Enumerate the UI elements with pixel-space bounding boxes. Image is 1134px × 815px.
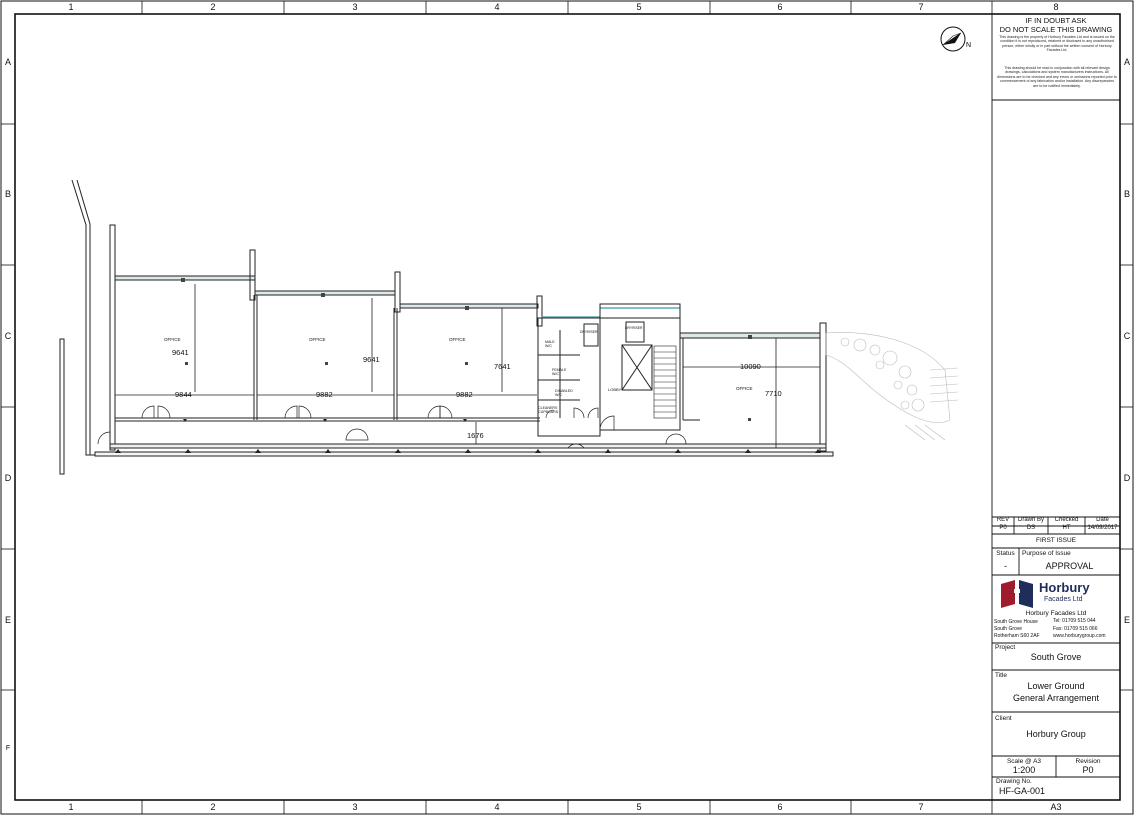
- warning-do-not-scale: DO NOT SCALE THIS DRAWING: [999, 25, 1113, 34]
- drawn-by-value: DS: [1026, 525, 1036, 531]
- grid-col-3-top: 3: [352, 2, 358, 12]
- checked-value: HT: [1062, 525, 1071, 531]
- floor-plan: [59, 179, 959, 475]
- issue-description: FIRST ISSUE: [1036, 537, 1076, 544]
- project-value: South Grove: [1030, 652, 1082, 662]
- logo-name: Horbury: [1039, 580, 1090, 595]
- grid-col-2-bottom: 2: [210, 802, 216, 812]
- dimension-label-w4: 10090: [740, 362, 761, 371]
- grid-row-e-left: E: [4, 615, 11, 625]
- address-line-3: Rotherham S60 2AF: [994, 633, 1040, 639]
- revision-value: P0: [1082, 765, 1094, 775]
- drawing-number-value: HF-GA-001: [999, 786, 1046, 796]
- drawing-title-line-1: Lower Ground: [1027, 681, 1085, 691]
- drawing-title-line-2: General Arrangement: [1012, 693, 1100, 703]
- date-value: 14/09/2017: [1087, 525, 1118, 531]
- notes-copyright: This drawing is the property of Horbury …: [999, 35, 1115, 53]
- dimension-label-w3: 9882: [456, 390, 473, 399]
- grid-col-1-top: 1: [68, 2, 74, 12]
- company-name: Horbury Facades Ltd: [1025, 610, 1087, 617]
- warning-if-in-doubt: IF IN DOUBT ASK: [1025, 16, 1087, 25]
- status-label: Status: [996, 550, 1015, 557]
- date-header: Date: [1096, 517, 1109, 523]
- grid-col-4-bottom: 4: [494, 802, 500, 812]
- grid-row-d-right: D: [1123, 473, 1131, 483]
- inner-border: [14, 13, 1121, 801]
- revision-label: Revision: [1075, 758, 1101, 765]
- grid-col-7-top: 7: [918, 2, 924, 12]
- room-label-riser-1: DRYRISER: [580, 330, 598, 334]
- scale-value: 1:200: [1012, 765, 1036, 775]
- company-logo: Horbury Facades Ltd: [1000, 578, 1115, 610]
- grid-row-c-left: C: [4, 331, 12, 341]
- company-web[interactable]: www.horburygroup.com: [1053, 633, 1106, 639]
- north-arrow-icon: N: [940, 26, 971, 52]
- room-label-cleaners-cupboard: CLEANERS CUPBOARD: [538, 406, 559, 415]
- logo-subtitle: Facades Ltd: [1044, 596, 1083, 603]
- room-label-office-4: OFFICE: [736, 386, 753, 391]
- sheet-size-bottom: A3: [1050, 802, 1062, 812]
- grid-col-2-top: 2: [210, 2, 216, 12]
- rev-header: REV: [996, 517, 1010, 523]
- room-label-male-wc: MALE W/C: [545, 340, 555, 349]
- dimension-label-w2: 9882: [316, 390, 333, 399]
- dimension-label-h3: 7641: [494, 362, 511, 371]
- grid-row-c-right: C: [1123, 331, 1131, 341]
- grid-col-6-bottom: 6: [777, 802, 783, 812]
- room-label-female-wc: FEMALE W/C: [552, 368, 567, 377]
- client-value: Horbury Group: [1026, 729, 1086, 739]
- dimension-label-w1: 9844: [175, 390, 192, 399]
- grid-row-a-right: A: [1123, 57, 1130, 67]
- company-tel: Tel: 01709 515 044: [1053, 618, 1096, 624]
- dimension-label-h2: 9641: [363, 355, 380, 364]
- drawn-by-header: Drawn By: [1017, 517, 1044, 523]
- dimension-label-h1: 9641: [172, 348, 189, 357]
- room-label-office-1: OFFICE: [164, 337, 181, 342]
- grid-row-e-right: E: [1123, 615, 1130, 625]
- grid-col-5-top: 5: [636, 2, 642, 12]
- rev-value: P0: [999, 525, 1007, 531]
- company-fax: Fax: 01709 515 066: [1053, 626, 1098, 632]
- grid-row-f-left: F: [5, 745, 11, 752]
- address-line-2: South Grove: [994, 626, 1023, 632]
- grid-col-5-bottom: 5: [636, 802, 642, 812]
- svg-text:N: N: [966, 42, 971, 49]
- grid-col-3-bottom: 3: [352, 802, 358, 812]
- scale-label: Scale @ A3: [1006, 758, 1042, 765]
- checked-header: Checked: [1054, 517, 1079, 523]
- project-label: Project: [995, 644, 1016, 651]
- room-label-office-2: OFFICE: [309, 337, 326, 342]
- status-value: -: [1004, 561, 1007, 571]
- grid-col-6-top: 6: [777, 2, 783, 12]
- grid-col-1-bottom: 1: [68, 802, 74, 812]
- drawing-number-label: Drawing No.: [996, 778, 1032, 785]
- title-label: Title: [995, 672, 1008, 679]
- purpose-label: Purpose of Issue: [1022, 550, 1071, 557]
- room-label-lobby: LOBBY: [608, 387, 622, 392]
- title-block-frame: [991, 14, 1120, 800]
- notes-read-in-conjunction: This drawing should be read in conjuncti…: [997, 66, 1117, 88]
- room-label-disabled-wc: DISABLED W/C: [555, 389, 573, 398]
- address-line-1: South Grove House: [994, 619, 1038, 625]
- grid-col-8-top: 8: [1053, 2, 1059, 12]
- horbury-logo-icon: [1001, 580, 1033, 608]
- grid-row-b-left: B: [4, 189, 11, 199]
- grid-row-b-right: B: [1123, 189, 1130, 199]
- grid-col-4-top: 4: [494, 2, 500, 12]
- dimension-label-corridor: 1676: [467, 431, 484, 440]
- dimension-label-h4: 7710: [765, 389, 782, 398]
- room-label-office-3: OFFICE: [449, 337, 466, 342]
- grid-col-7-bottom: 7: [918, 802, 924, 812]
- grid-row-d-left: D: [4, 473, 12, 483]
- room-label-riser-2: DRYRISER: [625, 326, 643, 330]
- client-label: Client: [995, 715, 1012, 722]
- purpose-value: APPROVAL: [1045, 561, 1094, 571]
- grid-row-a-left: A: [4, 57, 11, 67]
